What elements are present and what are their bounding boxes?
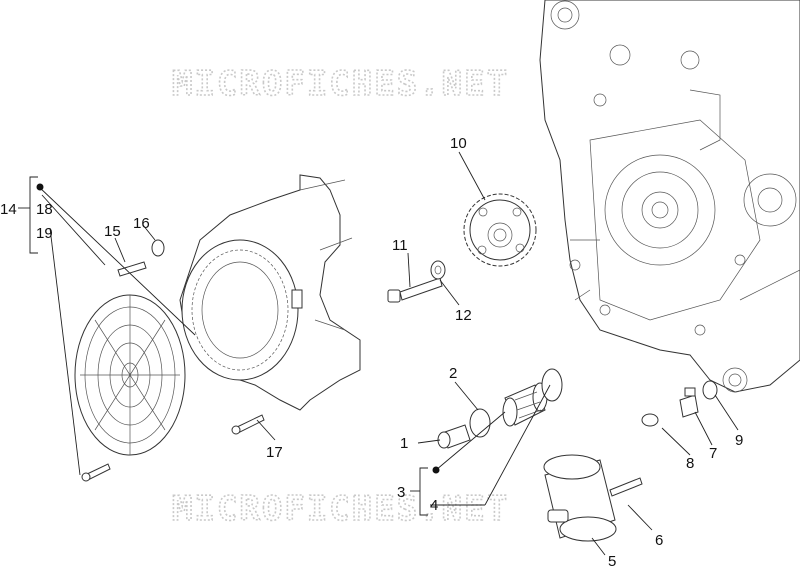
kit-dot-3 [432,466,440,474]
callout-6: 6 [655,532,663,549]
callout-10: 10 [450,135,467,152]
part-16-washer [151,239,165,257]
leader-lines [18,151,739,556]
watermark-top: MICROFICHES.NET [172,64,509,104]
fan-cover [74,294,186,456]
callout-8: 8 [686,455,694,472]
part-2-o-ring [469,408,491,438]
callout-16: 16 [133,215,150,232]
part-4-strainer [502,382,548,427]
kit-dot-14 [36,183,44,191]
callout-5: 5 [608,553,616,569]
part-15-screw [117,261,147,277]
part-19-screw-head [81,472,91,482]
callout-3: 3 [397,484,405,501]
callout-12: 12 [455,307,472,324]
part-5-oil-filter [543,454,617,542]
callout-17: 17 [266,444,283,461]
part-11-bolt [387,277,443,303]
flywheel-housing [179,174,361,411]
callout-2: 2 [449,365,457,382]
part-1-drain-plug [437,424,471,449]
callout-14: 14 [0,201,17,218]
part-6-stud [609,477,643,497]
part-10-sprocket [463,193,537,267]
part-7-valve [679,387,699,418]
callout-4: 4 [430,497,438,514]
callout-18: 18 [36,201,53,218]
part-12-washer [430,260,446,280]
part-9-washer [702,380,718,400]
callout-15: 15 [104,223,121,240]
callout-11: 11 [392,237,408,254]
part-8-nut [641,413,659,427]
engine-case [539,0,800,393]
callout-1: 1 [400,435,408,452]
part-o-ring-strainer [541,368,563,402]
callout-19: 19 [36,225,53,242]
callout-7: 7 [709,445,717,462]
callout-9: 9 [735,432,743,449]
watermark-bottom: MICROFICHES.NET [172,489,509,529]
part-17-screw-head [231,425,241,435]
